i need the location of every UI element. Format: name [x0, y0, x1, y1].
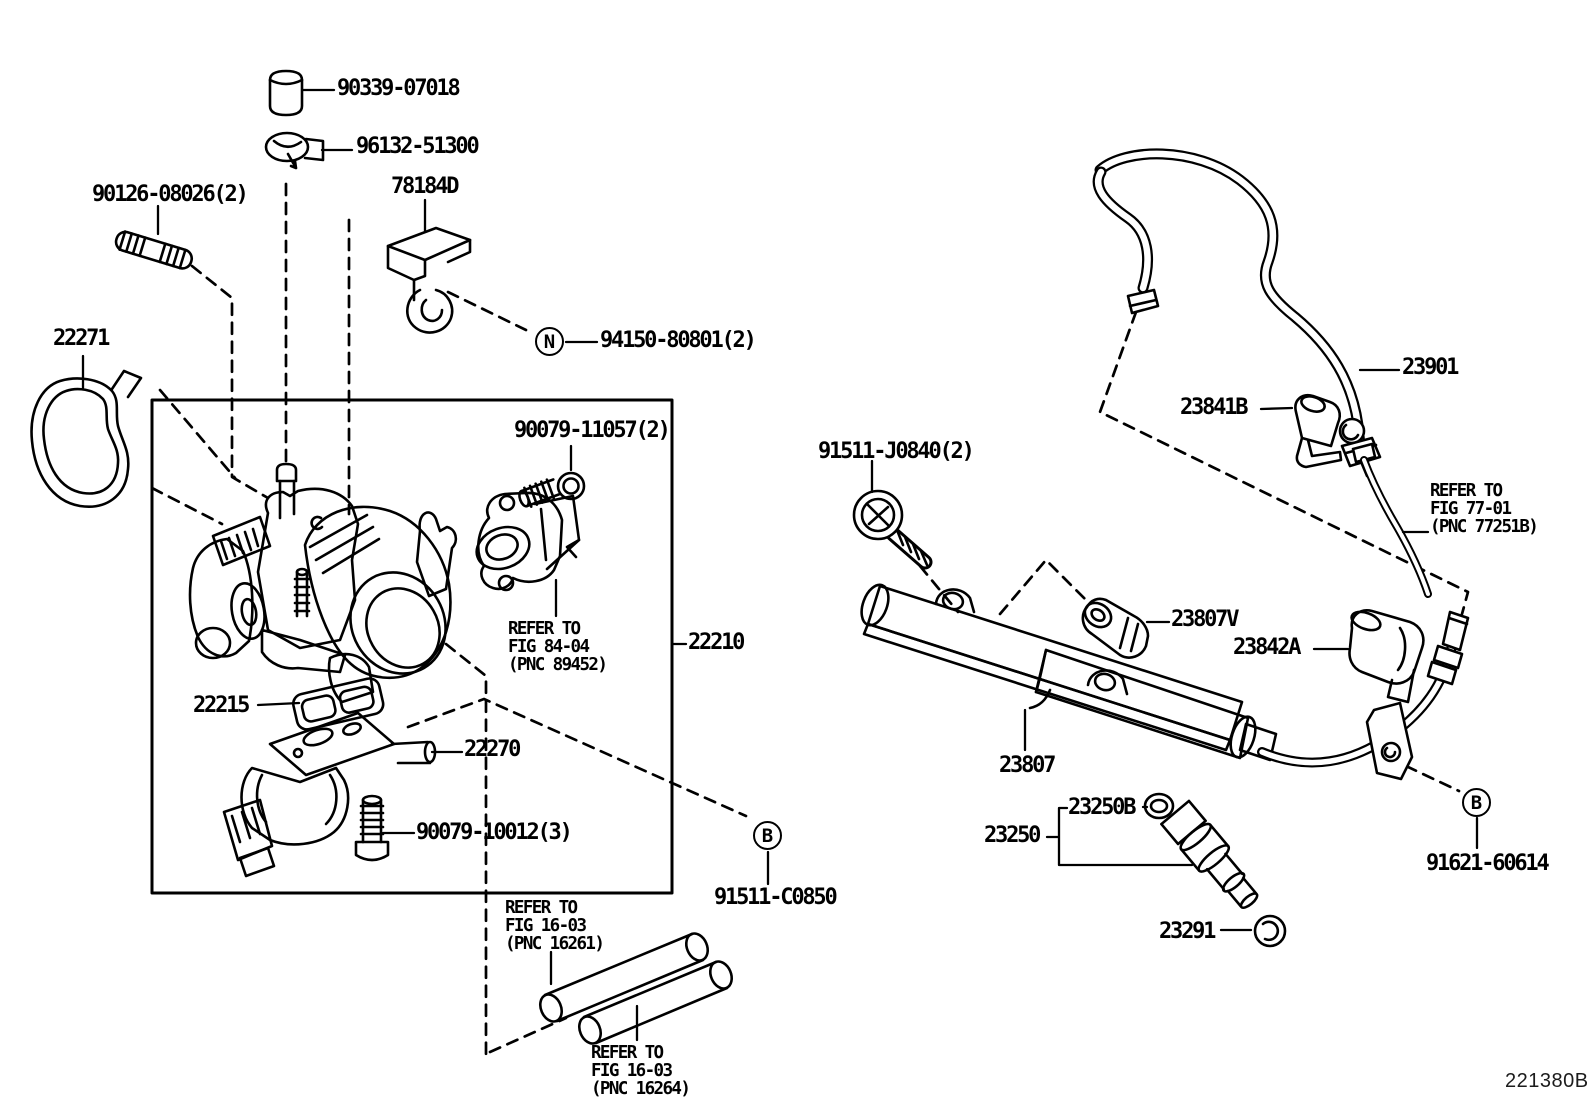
part-label-91511-j0840: 91511-J0840(2) [818, 439, 975, 464]
callout-circle-n: N [535, 327, 564, 356]
stud-90126-drawing [114, 230, 194, 270]
leader-lines [81, 88, 1479, 1042]
clamp-23842a-drawing [1348, 609, 1425, 704]
figure-code: 221380B [1505, 1070, 1589, 1092]
fuel-rail-23807-drawing [860, 583, 1278, 762]
throttle-body-box [150, 398, 674, 895]
reference-note-fig-16-03-lower: REFER TO FIG 16-03 (PNC 16264) [591, 1043, 691, 1099]
isc-valve-22270-drawing [222, 711, 437, 878]
pipe-fig77-drawing [1351, 442, 1432, 598]
gasket-22271-drawing [30, 369, 143, 508]
reference-note-fig-16-03-upper: REFER TO FIG 16-03 (PNC 16261) [505, 898, 605, 954]
part-label-96132-51300: 96132-51300 [356, 134, 480, 159]
part-label-90079-10012: 90079-10012(3) [416, 820, 573, 845]
part-label-22210: 22210 [688, 630, 745, 655]
part-label-22215: 22215 [193, 693, 250, 718]
clamp-23841b-drawing [1294, 394, 1343, 469]
bracket-78184d-drawing [386, 226, 472, 334]
sensor-fig84-drawing [475, 491, 581, 592]
fuel-pipe-right-drawing [1257, 610, 1470, 781]
part-label-91511-c0850: 91511-C0850 [714, 885, 838, 910]
part-label-23901: 23901 [1402, 355, 1459, 380]
part-label-23250b: 23250B [1068, 795, 1136, 820]
grommet-96132-drawing [264, 131, 325, 170]
fuel-pipes-drawing [538, 932, 734, 1045]
part-label-23841b: 23841B [1180, 395, 1248, 420]
part-label-91621-60614: 91621-60614 [1426, 851, 1550, 876]
part-label-90079-11057: 90079-11057(2) [514, 418, 671, 443]
throttle-body-drawing [188, 462, 458, 704]
bolt-91511-j0840-drawing [852, 489, 933, 570]
damper-23807v-drawing [1081, 597, 1150, 659]
callout-circle-b-right: B [1462, 788, 1491, 817]
part-label-90339-07018: 90339-07018 [337, 76, 461, 101]
part-label-90126-08026: 90126-08026(2) [92, 182, 249, 207]
part-label-22270: 22270 [464, 737, 521, 762]
screw-90079-11057-drawing [518, 471, 586, 508]
callout-circle-b-left: B [753, 821, 782, 850]
gasket-22215-drawing [291, 677, 385, 731]
part-label-78184d: 78184D [391, 174, 459, 199]
part-label-23807: 23807 [999, 753, 1056, 778]
cap-90339-drawing [268, 69, 304, 117]
dashed-assembly-lines [150, 182, 1470, 1058]
reference-note-fig-77-01: REFER TO FIG 77-01 (PNC 77251B) [1430, 481, 1539, 537]
part-label-22271: 22271 [53, 326, 110, 351]
part-label-23291: 23291 [1159, 919, 1216, 944]
part-label-23842a: 23842A [1233, 635, 1301, 660]
part-label-94150-80801: 94150-80801(2) [600, 328, 757, 353]
part-label-23250: 23250 [984, 823, 1041, 848]
screw-90079-10012-drawing [354, 794, 390, 862]
part-label-23807v: 23807V [1171, 607, 1239, 632]
reference-note-fig-84-04: REFER TO FIG 84-04 (PNC 89452) [508, 619, 608, 675]
